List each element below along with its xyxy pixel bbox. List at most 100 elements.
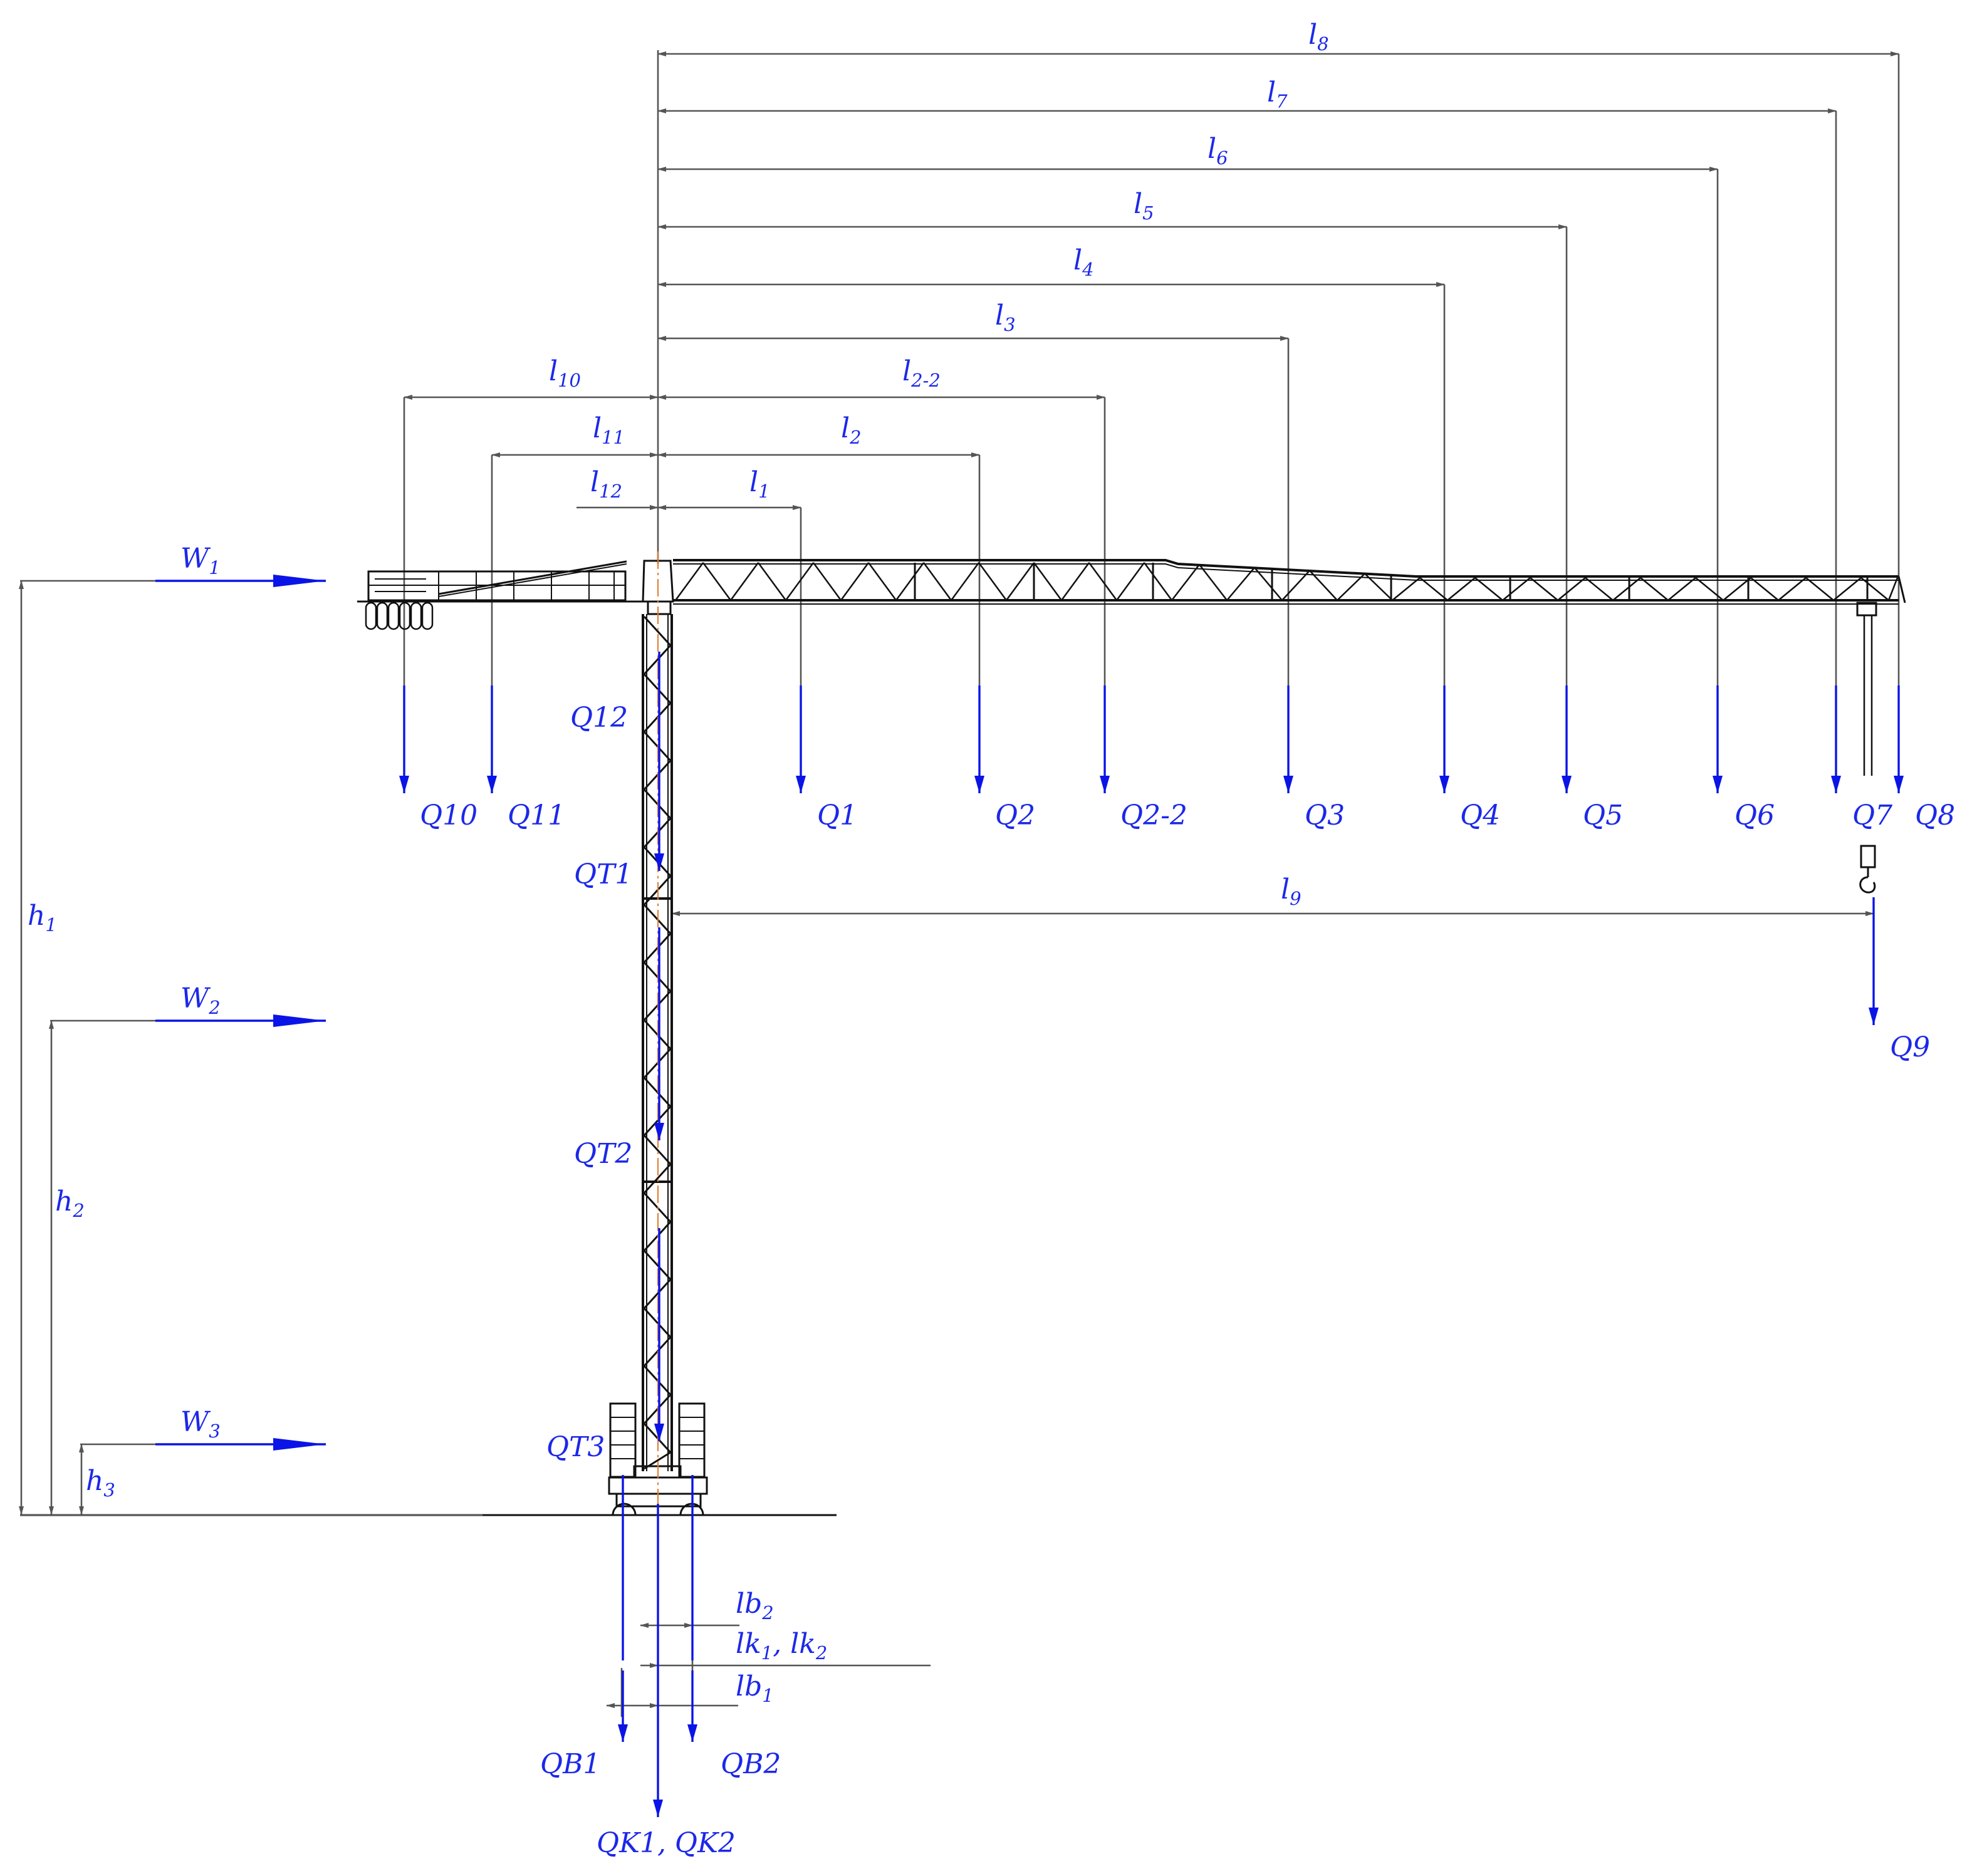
span-l11-dimension bbox=[491, 452, 659, 783]
span-l1-dimension bbox=[657, 505, 802, 783]
jib-lacing-member bbox=[1392, 577, 1421, 601]
height-h3-dimension bbox=[79, 1443, 326, 1515]
span-label-l7: l7 bbox=[1267, 76, 1288, 112]
jib-lacing-member bbox=[1143, 562, 1173, 601]
jib-lacing-member bbox=[1005, 562, 1035, 601]
mast-lacing-member bbox=[643, 1163, 672, 1194]
jib-lacing-member bbox=[729, 562, 759, 601]
load-label-q7: Q7 bbox=[1852, 800, 1892, 831]
jib-lacing-member bbox=[867, 562, 897, 601]
height-label-h1: h1 bbox=[28, 900, 57, 935]
jib-lacing-member bbox=[950, 562, 980, 601]
wind-label-w1: W1 bbox=[180, 543, 221, 578]
span-l8-dimension bbox=[657, 51, 1900, 783]
jib-lacing-member bbox=[1033, 562, 1063, 601]
span-label-l1: l1 bbox=[749, 466, 770, 502]
counterweight-blocks bbox=[365, 602, 434, 630]
load-arrows bbox=[155, 575, 1904, 1817]
jib-lacing-member bbox=[1750, 577, 1779, 601]
jib-lacing-member bbox=[1060, 562, 1090, 601]
jib-lacing-member bbox=[785, 562, 815, 601]
load-label-q4: Q4 bbox=[1460, 800, 1500, 831]
base-ballast-left bbox=[609, 1402, 637, 1478]
jib-lacing-member bbox=[812, 562, 842, 601]
span-label-l10: l10 bbox=[549, 355, 581, 391]
jib-lacing-member bbox=[1860, 577, 1889, 601]
load-label-qk: QK1, QK2 bbox=[597, 1827, 736, 1859]
span-label-l5: l5 bbox=[1134, 188, 1154, 224]
span-l7-dimension bbox=[657, 108, 1837, 783]
jib-lacing-member bbox=[895, 562, 925, 601]
mast-lacing-member bbox=[643, 1105, 672, 1137]
jib-lacing bbox=[674, 562, 1899, 601]
load-label-qb1: QB1 bbox=[540, 1748, 600, 1780]
span-label-l12: l12 bbox=[590, 466, 622, 502]
load-label-q2: Q2 bbox=[995, 800, 1035, 831]
jib-lacing-member bbox=[1364, 573, 1393, 601]
load-label-q8: Q8 bbox=[1915, 800, 1955, 831]
span-l4-dimension bbox=[657, 282, 1446, 783]
load-label-q9: Q9 bbox=[1890, 1031, 1930, 1063]
jib-lacing-member bbox=[1530, 577, 1558, 601]
load-label-qt1: QT1 bbox=[574, 858, 632, 890]
span-label-l9: l9 bbox=[1281, 873, 1302, 909]
jib-lacing-member bbox=[1612, 577, 1641, 601]
span-label-l4: l4 bbox=[1073, 244, 1094, 280]
jib-lacing-member bbox=[1805, 577, 1834, 601]
dimension-lines bbox=[19, 50, 1900, 1717]
jib-lacing-member bbox=[1171, 564, 1200, 601]
jib-lacing-member bbox=[1447, 577, 1476, 601]
height-label-h2: h2 bbox=[55, 1186, 85, 1221]
load-label-q1: Q1 bbox=[817, 800, 857, 831]
base-label-lk: lk1, lk2 bbox=[736, 1628, 827, 1664]
jib-lacing-member bbox=[1088, 562, 1118, 601]
jib-lacing-member bbox=[1640, 577, 1669, 601]
jib-lacing-member bbox=[1337, 573, 1365, 601]
span-label-l6: l6 bbox=[1208, 133, 1228, 169]
load-label-q11: Q11 bbox=[508, 800, 565, 831]
span-l2-dimension bbox=[657, 452, 981, 783]
load-label-q2-2: Q2-2 bbox=[1120, 800, 1187, 831]
load-label-q6: Q6 bbox=[1735, 800, 1775, 831]
load-label-q3: Q3 bbox=[1305, 800, 1345, 831]
jib-lacing-member bbox=[674, 562, 704, 601]
span-label-l2-2: l2-2 bbox=[902, 355, 941, 391]
mast-lacing-member bbox=[643, 644, 672, 675]
jib bbox=[673, 559, 1906, 617]
jib-lacing-member bbox=[978, 562, 1008, 601]
span-label-l3: l3 bbox=[995, 300, 1016, 335]
jib-lacing-member bbox=[922, 562, 952, 601]
jib-lacing-member bbox=[757, 562, 787, 601]
jib-lacing-member bbox=[1887, 577, 1899, 601]
mast-lacing-member bbox=[643, 1134, 672, 1165]
jib-lacing-member bbox=[1778, 577, 1807, 601]
load-label-qb2: QB2 bbox=[721, 1748, 781, 1780]
jib-lacing-member bbox=[1667, 577, 1696, 601]
mast-lacing-member bbox=[643, 1249, 672, 1281]
height-h2-dimension bbox=[49, 1019, 326, 1515]
counter-jib bbox=[357, 560, 645, 603]
mast-lacing-member bbox=[643, 615, 672, 647]
tower-crane bbox=[357, 551, 1906, 1529]
hoist-rope bbox=[1863, 615, 1873, 776]
wind-label-w3: W3 bbox=[180, 1406, 221, 1442]
mast-lacing-member bbox=[643, 1278, 672, 1310]
height-label-h3: h3 bbox=[86, 1465, 115, 1501]
span-label-l2: l2 bbox=[841, 412, 862, 448]
jib-lacing-member bbox=[1557, 577, 1586, 601]
jib-lacing-member bbox=[1695, 577, 1724, 601]
load-label-qt2: QT2 bbox=[574, 1138, 632, 1170]
base-label-lb1: lb1 bbox=[736, 1670, 774, 1706]
hook-block-icon bbox=[1859, 845, 1876, 894]
load-label-q5: Q5 bbox=[1583, 800, 1623, 831]
span-label-l8: l8 bbox=[1308, 19, 1329, 55]
span-l6-dimension bbox=[657, 167, 1719, 783]
jib-lacing-member bbox=[1585, 577, 1614, 601]
jib-lacing-member bbox=[702, 562, 732, 601]
load-label-qt3: QT3 bbox=[546, 1431, 605, 1463]
jib-lacing-member bbox=[1474, 577, 1503, 601]
mast-lacing-member bbox=[643, 673, 672, 704]
jib-lacing-member bbox=[1199, 564, 1228, 601]
jib-lacing-member bbox=[1281, 570, 1310, 601]
